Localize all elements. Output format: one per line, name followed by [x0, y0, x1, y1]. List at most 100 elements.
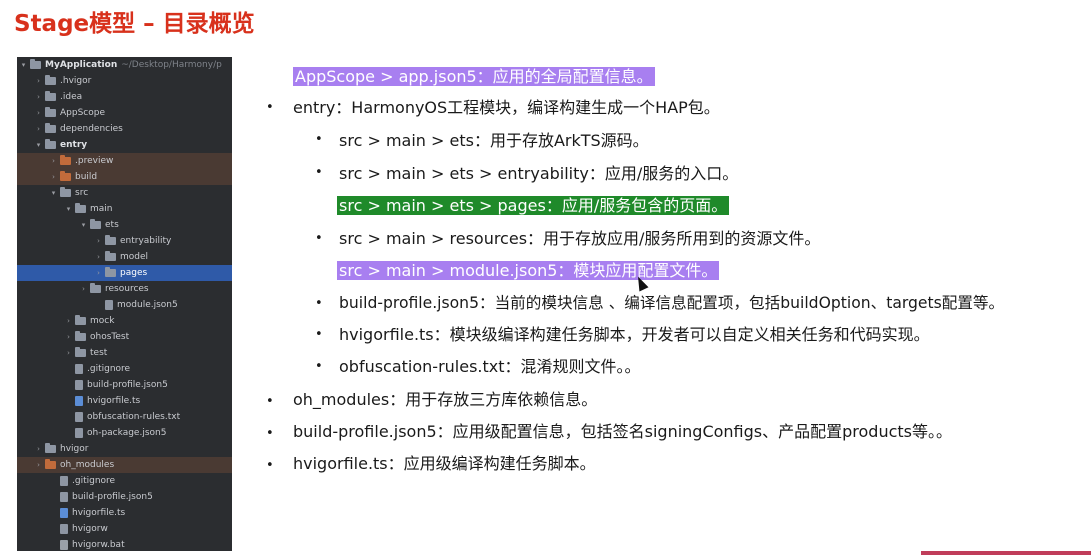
tree-row-myapplication[interactable]: ▾MyApplication~/Desktop/Harmony/p — [17, 57, 232, 73]
folder-icon — [105, 235, 116, 245]
file-icon — [60, 508, 68, 518]
bullet-icon: • — [266, 426, 274, 441]
chevron-right-icon[interactable]: › — [67, 317, 70, 325]
file-icon — [60, 540, 68, 550]
chevron-right-icon[interactable]: › — [37, 109, 40, 117]
tree-item-label: .gitignore — [72, 476, 116, 486]
tree-item-label: model — [120, 252, 149, 262]
tree-item-label: MyApplication — [45, 60, 118, 70]
tree-row-appscope[interactable]: › AppScope — [17, 105, 232, 121]
tree-row-build-profile-json5[interactable]: build-profile.json5 — [17, 489, 232, 505]
project-file-tree[interactable]: ▾MyApplication~/Desktop/Harmony/p›.hvigo… — [17, 57, 232, 551]
file-icon — [75, 364, 83, 374]
folder-icon — [60, 187, 71, 197]
chevron-right-icon[interactable]: › — [37, 77, 40, 85]
obfuscation-text: obfuscation-rules.txt：混淆规则文件。。 — [339, 357, 641, 376]
file-icon — [105, 300, 113, 310]
chevron-right-icon[interactable]: › — [67, 349, 70, 357]
tree-row-obfuscation-rules-txt[interactable]: obfuscation-rules.txt — [17, 409, 232, 425]
tree-row-hvigorw-bat[interactable]: hvigorw.bat — [17, 537, 232, 551]
tree-row-hvigorfile-ts[interactable]: hvigorfile.ts — [17, 393, 232, 409]
tree-item-label: test — [90, 348, 108, 358]
tree-row-hvigorw[interactable]: hvigorw — [17, 521, 232, 537]
chevron-right-icon[interactable]: › — [67, 333, 70, 341]
tree-row-main[interactable]: ▾main — [17, 201, 232, 217]
tree-item-label: hvigorw.bat — [72, 540, 125, 550]
chevron-right-icon[interactable]: › — [37, 461, 40, 469]
tree-item-label: AppScope — [60, 108, 105, 118]
tree-row-oh-modules[interactable]: ›oh_modules — [17, 457, 232, 473]
file-icon — [60, 476, 68, 486]
tree-item-label: module.json5 — [117, 300, 178, 310]
bullet-icon: • — [315, 165, 323, 180]
file-icon — [75, 380, 83, 390]
build-profile-app-text: build-profile.json5：应用级配置信息，包括签名signingC… — [293, 422, 953, 441]
folder-icon — [45, 75, 56, 85]
bullet-icon: • — [266, 458, 274, 473]
chevron-down-icon[interactable]: ▾ — [66, 205, 71, 213]
tree-row-gitignore[interactable]: .gitignore — [17, 473, 232, 489]
module-line: src > main > module.json5：模块应用配置文件。 — [337, 260, 720, 282]
tree-row-test[interactable]: › test — [17, 345, 232, 361]
tree-row-build[interactable]: ›build — [17, 169, 232, 185]
tree-row-idea[interactable]: ›.idea — [17, 89, 232, 105]
tree-row-ohostest[interactable]: › ohosTest — [17, 329, 232, 345]
tree-row-src[interactable]: ▾src — [17, 185, 232, 201]
folder-icon — [45, 459, 56, 469]
folder-icon — [45, 443, 56, 453]
chevron-down-icon[interactable]: ▾ — [51, 189, 56, 197]
tree-row-entryability[interactable]: ›entryability — [17, 233, 232, 249]
folder-icon — [45, 139, 56, 149]
folder-icon — [75, 331, 86, 341]
tree-row-preview[interactable]: ›.preview — [17, 153, 232, 169]
chevron-right-icon[interactable]: › — [37, 93, 40, 101]
tree-row-pages[interactable]: ›pages — [17, 265, 232, 281]
folder-icon — [75, 203, 86, 213]
tree-row-build-profile-json5[interactable]: build-profile.json5 — [17, 377, 232, 393]
decorative-bar — [921, 551, 1091, 555]
tree-row-oh-package-json5[interactable]: oh-package.json5 — [17, 425, 232, 441]
tree-row-module-json5[interactable]: module.json5 — [17, 297, 232, 313]
tree-row-dependencies[interactable]: ›dependencies — [17, 121, 232, 137]
folder-icon — [45, 107, 56, 117]
tree-row-gitignore[interactable]: .gitignore — [17, 361, 232, 377]
build-profile-module-text: build-profile.json5：当前的模块信息 、编译信息配置项，包括b… — [339, 294, 1005, 312]
chevron-right-icon[interactable]: › — [97, 253, 100, 261]
folder-icon — [90, 219, 101, 229]
chevron-right-icon[interactable]: › — [37, 125, 40, 133]
folder-icon — [75, 315, 86, 325]
chevron-right-icon[interactable]: › — [52, 157, 55, 165]
pages-line: src > main > ets > pages：应用/服务包含的页面。 — [337, 195, 730, 217]
tree-row-entry[interactable]: ▾entry — [17, 137, 232, 153]
chevron-right-icon[interactable]: › — [37, 445, 40, 453]
bullet-icon: • — [266, 394, 274, 409]
tree-item-label: build-profile.json5 — [72, 492, 153, 502]
file-icon — [75, 428, 83, 438]
folder-icon — [105, 267, 116, 277]
chevron-right-icon[interactable]: › — [52, 173, 55, 181]
tree-row-mock[interactable]: ›mock — [17, 313, 232, 329]
chevron-down-icon[interactable]: ▾ — [81, 221, 86, 229]
chevron-right-icon[interactable]: › — [97, 269, 100, 277]
tree-row-hvigor[interactable]: › hvigor — [17, 441, 232, 457]
tree-item-label: ohosTest — [90, 332, 130, 342]
tree-row-resources[interactable]: ›resources — [17, 281, 232, 297]
chevron-right-icon[interactable]: › — [97, 237, 100, 245]
chevron-right-icon[interactable]: › — [82, 285, 85, 293]
oh-modules-text: oh_modules：用于存放三方库依赖信息。 — [293, 390, 598, 409]
tree-row-model[interactable]: › model — [17, 249, 232, 265]
file-icon — [75, 396, 83, 406]
pages-text: src > main > ets > pages：应用/服务包含的页面。 — [337, 196, 730, 215]
module-text: src > main > module.json5：模块应用配置文件。 — [337, 261, 720, 280]
hvigorfile-module-text: hvigorfile.ts：模块级编译构建任务脚本，开发者可以自定义相关任务和代… — [339, 325, 930, 344]
tree-item-label: oh-package.json5 — [87, 428, 167, 438]
tree-item-label: .gitignore — [87, 364, 131, 374]
appscope-line: AppScope > app.json5：应用的全局配置信息。 — [293, 66, 655, 88]
tree-row-ets[interactable]: ▾ets — [17, 217, 232, 233]
tree-item-label: hvigor — [60, 444, 89, 454]
chevron-down-icon[interactable]: ▾ — [21, 61, 26, 69]
chevron-down-icon[interactable]: ▾ — [36, 141, 41, 149]
bullet-icon: • — [315, 296, 323, 311]
tree-row-hvigorfile-ts[interactable]: hvigorfile.ts — [17, 505, 232, 521]
tree-row-hvigor[interactable]: ›.hvigor — [17, 73, 232, 89]
